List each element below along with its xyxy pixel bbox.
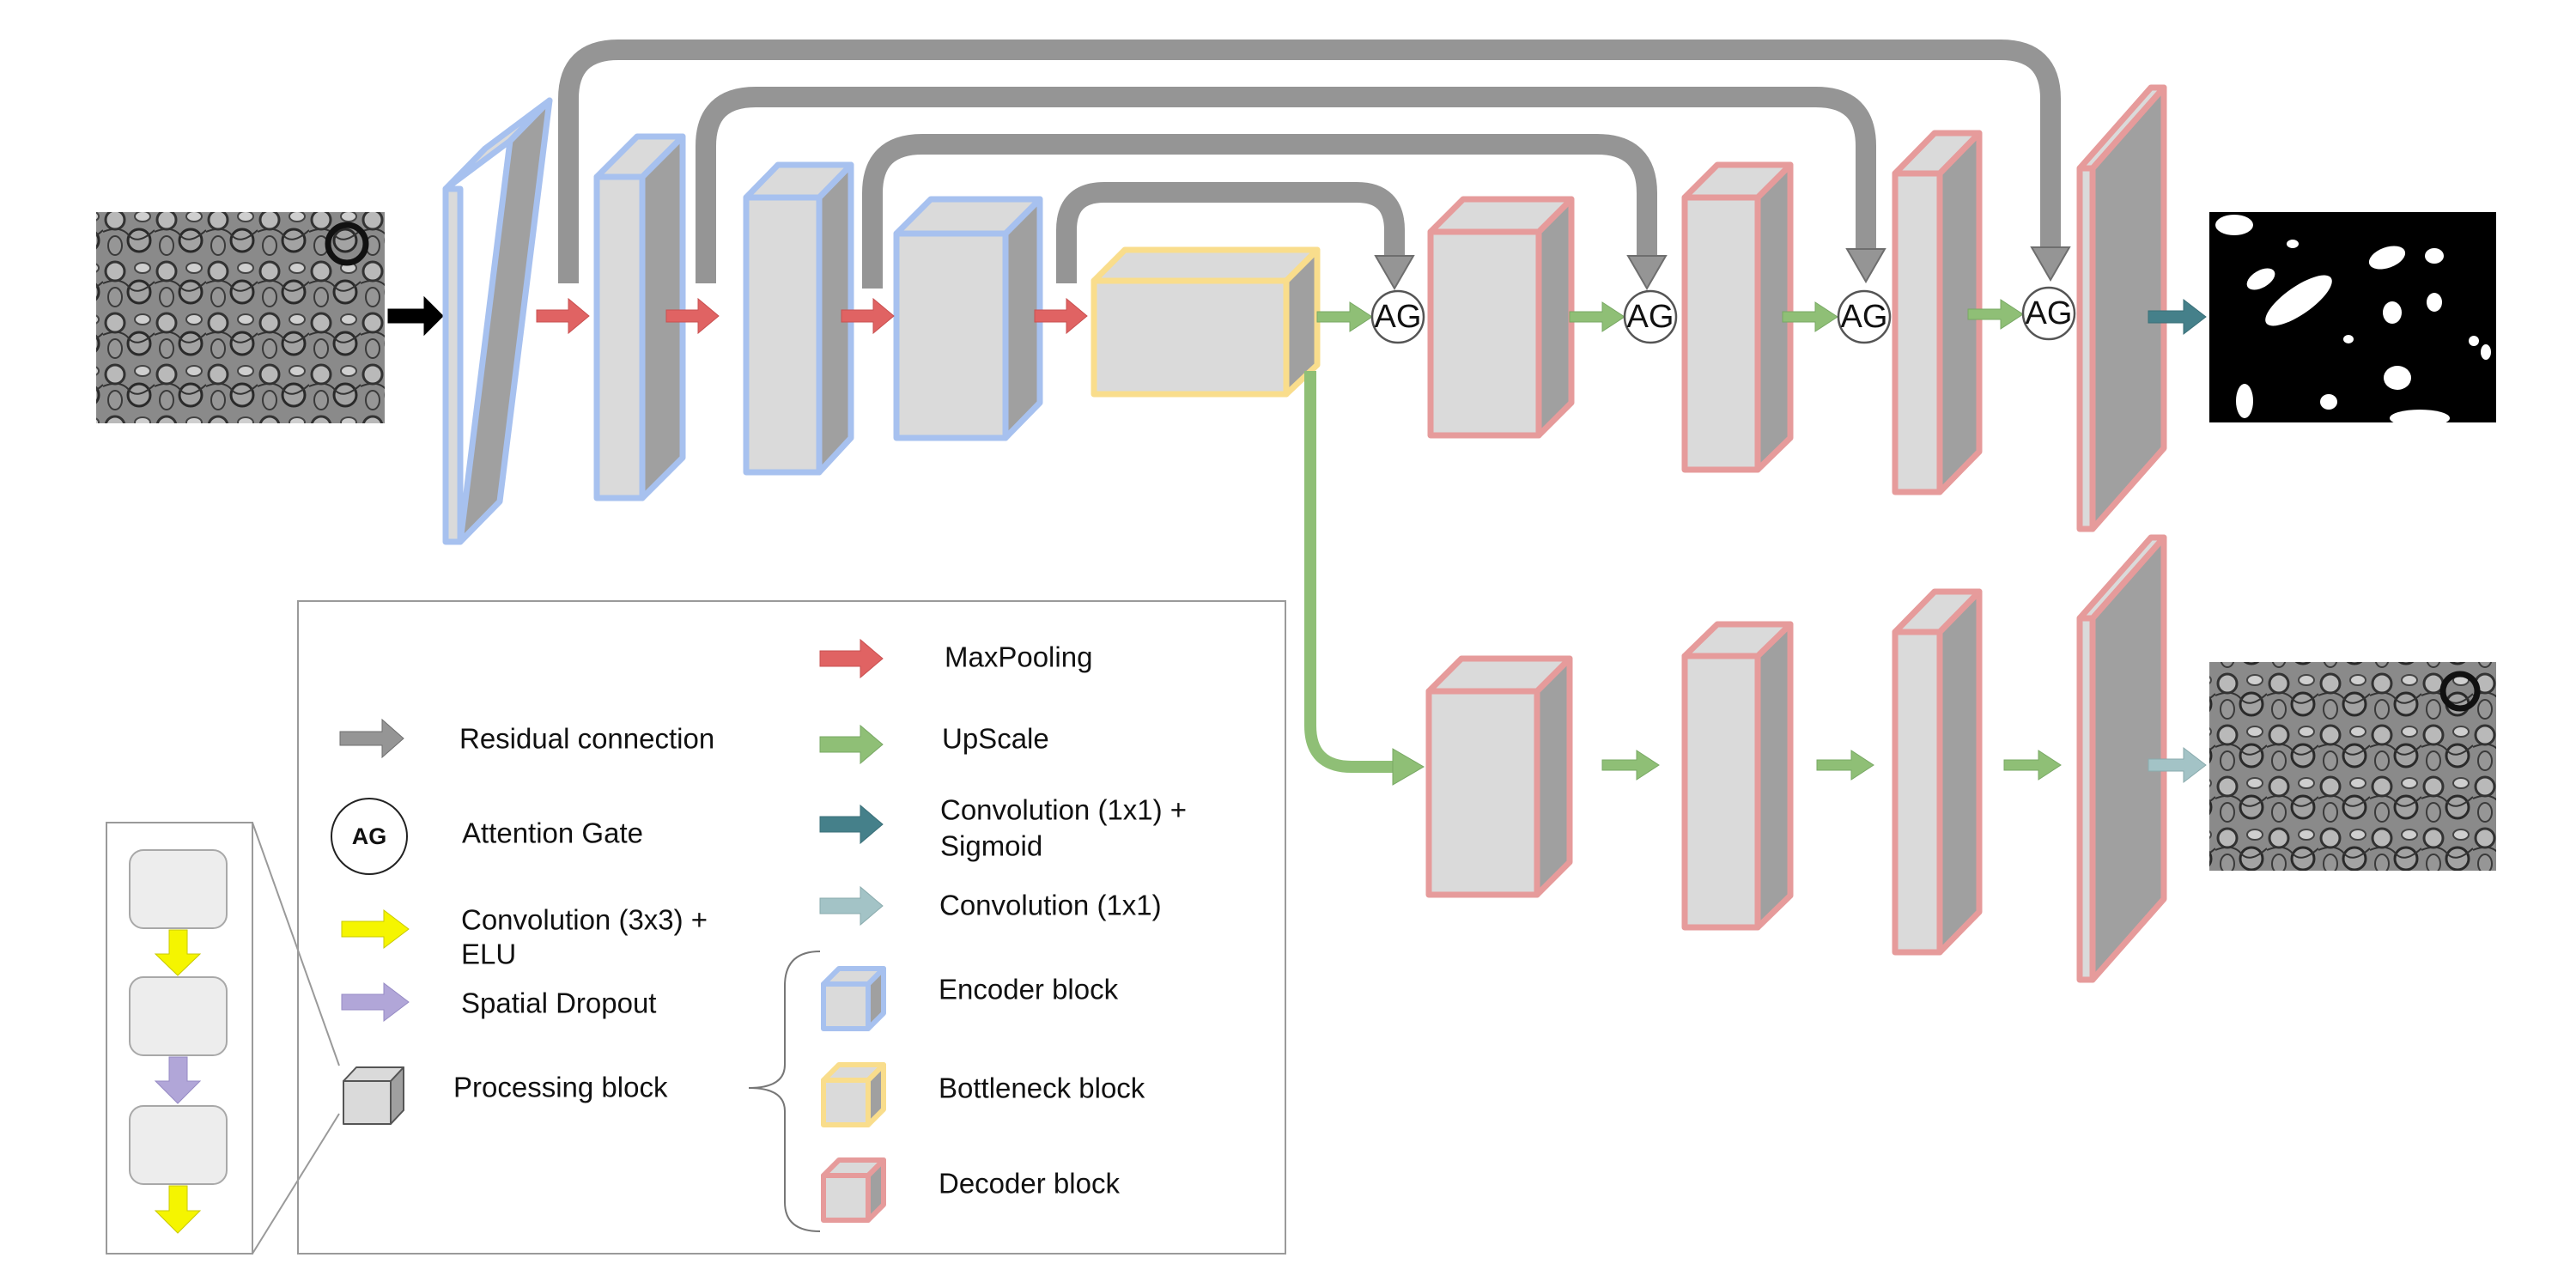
encoder-block-2 — [593, 133, 686, 501]
legend-conv-sigmoid-arrow — [819, 804, 884, 845]
decoder-block-4 — [2076, 84, 2167, 532]
reconstruction-output-image — [2209, 662, 2496, 871]
legend-upscale-label: UpScale — [942, 723, 1049, 755]
encoder-block-4 — [893, 196, 1043, 441]
processing-step-3 — [129, 1105, 228, 1185]
legend-spatial-dropout-arrow — [341, 981, 410, 1023]
legend-box — [297, 600, 1286, 1255]
input-arrow — [387, 295, 444, 337]
decoder-block-3 — [1892, 130, 1983, 495]
bottleneck-to-decoder-connection — [1304, 371, 1400, 773]
attention-gate-2: AG — [1623, 289, 1678, 344]
residual-connection-3 — [862, 134, 1657, 289]
processing-step-2 — [129, 976, 228, 1056]
attention-gate-label: AG — [1627, 299, 1674, 335]
legend-upscale-arrow — [819, 724, 884, 765]
conv-1x1-arrow — [2148, 746, 2207, 784]
reconstruction-decoder-block-3 — [1892, 588, 1983, 956]
attention-gate-label: AG — [1841, 299, 1888, 335]
upscale-arrow-bottom-3 — [2003, 750, 2062, 781]
encoder-block-1 — [442, 97, 553, 545]
residual-connection-1 — [558, 39, 2061, 283]
legend-ag-symbol: AG — [352, 823, 387, 849]
legend-maxpooling-label: MaxPooling — [945, 641, 1092, 673]
bottleneck-block — [1091, 246, 1321, 398]
upscale-arrow-bottom-2 — [1816, 750, 1874, 781]
spatial-dropout-arrow — [154, 1056, 202, 1104]
residual-arrowhead-3 — [1626, 255, 1668, 290]
residual-arrowhead-4 — [1374, 255, 1415, 290]
upscale-arrows-top — [1316, 299, 2024, 332]
legend-conv-1x1-label: Convolution (1x1) — [939, 890, 1162, 921]
input-image — [96, 212, 385, 423]
upscale-arrow-top-4 — [1967, 299, 2024, 330]
legend-conv-elu-label-line2: ELU — [461, 939, 516, 970]
processing-block-detail — [106, 822, 340, 1255]
upscale-arrow-top-3 — [1782, 301, 1838, 332]
legend-attention-gate-icon: AG — [331, 798, 408, 875]
upscale-arrows-bottom — [1601, 750, 2062, 781]
attention-gate-1: AG — [1370, 289, 1425, 344]
legend-block-brace — [748, 951, 821, 1232]
segmentation-output-image — [2209, 212, 2496, 427]
attention-gate-label: AG — [2026, 295, 2073, 331]
legend-decoder-block-label: Decoder block — [939, 1168, 1120, 1200]
legend-residual-label: Residual connection — [459, 723, 714, 755]
legend-conv-sigmoid-label-line1: Convolution (1x1) + — [940, 794, 1187, 826]
legend-conv-1x1-arrow — [819, 885, 884, 927]
processing-step-1 — [129, 849, 228, 929]
maxpool-arrow-2 — [665, 297, 720, 335]
bottleneck-to-decoder-arrowhead — [1392, 748, 1425, 786]
conv-sigmoid-arrow — [2148, 298, 2207, 336]
attention-gate-label: AG — [1375, 299, 1422, 335]
conv-elu-arrow-2 — [154, 1185, 202, 1234]
legend-maxpool-arrow — [819, 638, 884, 679]
upscale-arrow-bottom-1 — [1601, 750, 1660, 781]
residual-arrowhead-1 — [2030, 246, 2071, 282]
upscale-arrow-top-1 — [1316, 301, 1373, 332]
legend-bottleneck-block-icon — [821, 1062, 886, 1127]
legend-processing-block-label: Processing block — [453, 1072, 668, 1103]
legend-conv-elu-arrow — [341, 908, 410, 950]
legend-processing-block-icon — [343, 1066, 404, 1125]
reconstruction-decoder-block-1 — [1425, 655, 1573, 898]
residual-connections — [558, 39, 2061, 289]
legend-spatial-dropout-label: Spatial Dropout — [461, 987, 656, 1019]
residual-arrowhead-2 — [1845, 248, 1886, 283]
attention-gate-4: AG — [2021, 286, 2076, 341]
residual-connection-2 — [696, 87, 1876, 283]
decoder-block-1 — [1427, 196, 1575, 439]
reconstruction-decoder-block-2 — [1681, 621, 1794, 931]
maxpool-arrow-1 — [536, 297, 590, 335]
legend-decoder-block-icon — [821, 1157, 886, 1223]
legend-encoder-block-label: Encoder block — [939, 974, 1119, 1005]
residual-connection-4 — [1056, 182, 1405, 283]
legend-conv-sigmoid-label-line2: Sigmoid — [940, 830, 1042, 862]
residual-arrowheads — [1374, 246, 2071, 290]
maxpool-arrows — [536, 297, 1088, 335]
attention-gate-3: AG — [1837, 289, 1892, 344]
maxpool-arrow-4 — [1034, 297, 1088, 335]
legend-encoder-block-icon — [821, 966, 886, 1031]
legend-bottleneck-block-label: Bottleneck block — [939, 1072, 1145, 1104]
maxpool-arrow-3 — [841, 297, 895, 335]
legend-residual-arrow — [339, 718, 404, 759]
reconstruction-decoder-block-4 — [2076, 534, 2167, 983]
legend-conv-elu-label-line1: Convolution (3x3) + — [461, 904, 708, 936]
encoder-block-3 — [743, 161, 854, 476]
legend-attention-gate-label: Attention Gate — [462, 817, 643, 849]
upscale-arrow-top-2 — [1569, 301, 1625, 332]
conv-elu-arrow-1 — [154, 929, 202, 976]
decoder-block-2 — [1681, 161, 1794, 473]
